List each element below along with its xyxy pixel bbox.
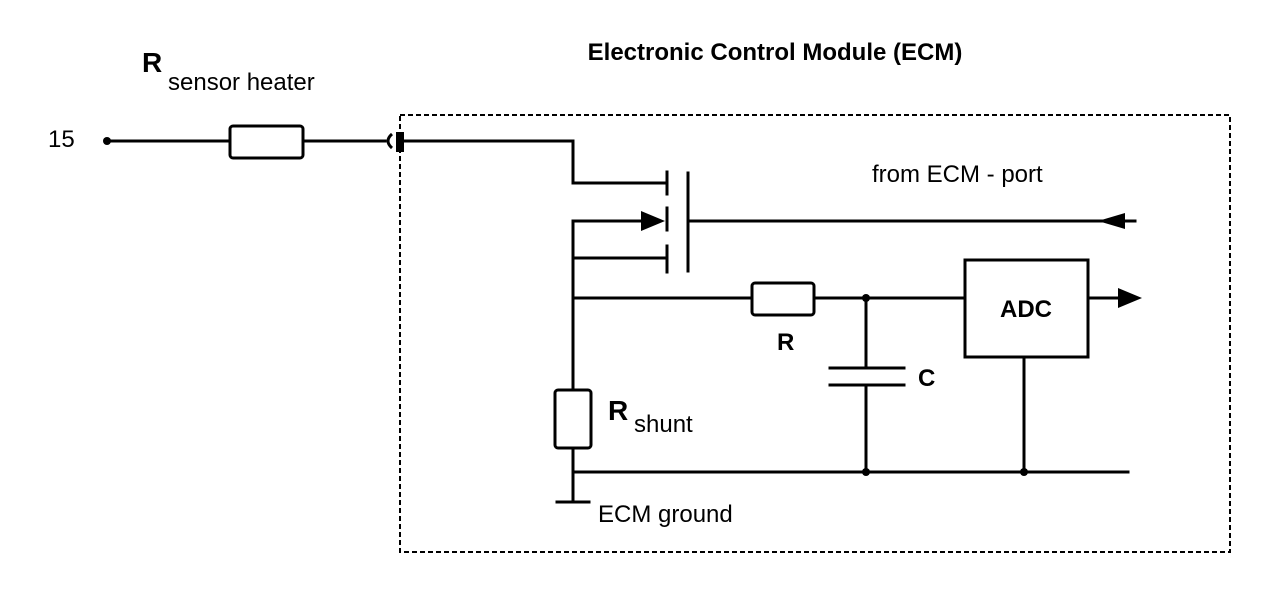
filter-resistor [750,281,816,317]
adc-label: ADC [1000,296,1052,323]
sensor-heater-subscript: sensor heater [168,69,315,96]
ecm-title: Electronic Control Module (ECM) [588,39,963,66]
connector-socket-icon [386,132,394,150]
node-adc-ground [1020,468,1028,476]
ground-label: ECM ground [598,501,733,528]
sensor-heater-symbol: R [142,47,162,78]
adc-output-arrow-icon [1118,288,1142,308]
ecm-boundary [399,114,1231,553]
capacitor-label: C [918,365,935,392]
mosfet-body-diode-arrow-icon [641,211,665,231]
filter-resistor-label: R [777,329,794,356]
sensor-heater-resistor [228,124,305,160]
shunt-resistor [553,388,593,450]
port-label: from ECM - port [872,161,1043,188]
connector-pin-icon [396,132,404,152]
shunt-subscript: shunt [634,411,693,438]
node-cap-ground [862,468,870,476]
terminal-15-label: 15 [48,126,75,153]
port-input-arrow-icon [1098,213,1125,229]
wire-drain [402,139,669,185]
adc-block [963,258,1090,359]
shunt-symbol: R [608,395,628,426]
